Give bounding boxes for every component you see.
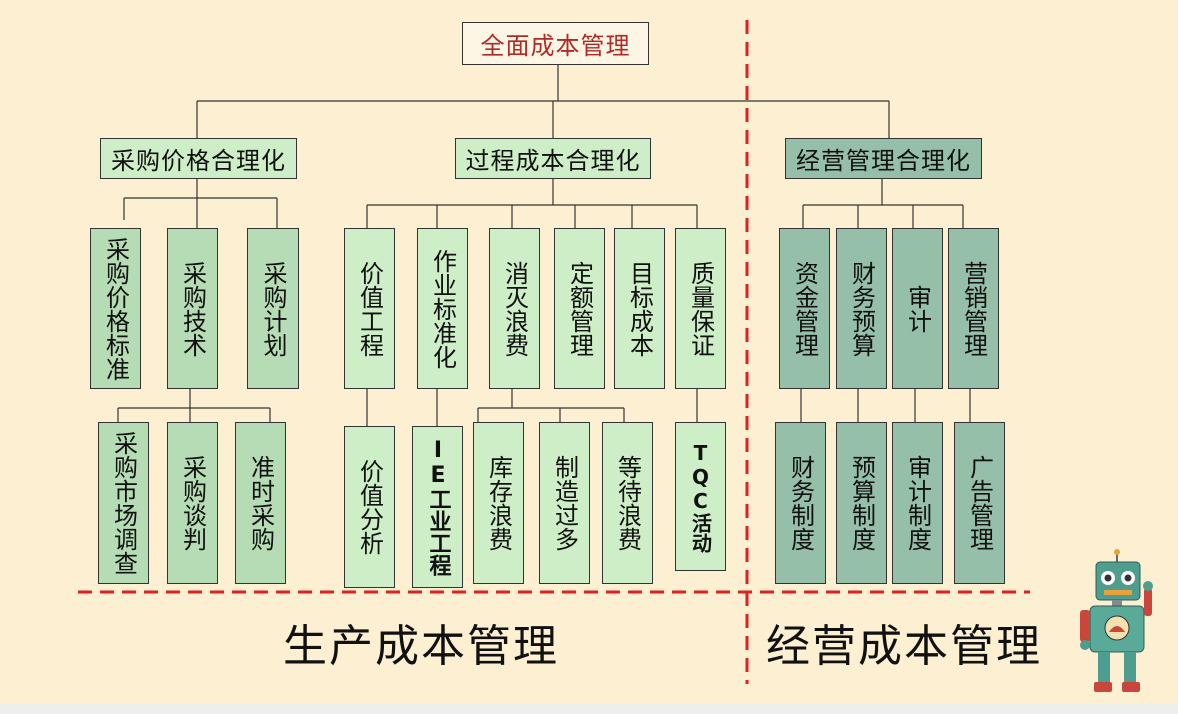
node-value-analysis: 价值分析 [344, 426, 395, 588]
node-overproduction: 制造过多 [539, 422, 590, 584]
label-business-cost: 经营成本管理 [766, 621, 1042, 672]
node-marketing-management: 营销管理 [948, 228, 999, 389]
node-purchase-technique: 采购技术 [167, 228, 218, 389]
node-budget-system: 预算制度 [836, 422, 887, 584]
node-audit: 审计 [892, 228, 943, 389]
node-purchase-negotiation: 采购谈判 [167, 422, 218, 584]
node-industrial-engineering: IE工业工程 [412, 426, 463, 588]
node-process-cost: 过程成本合理化 [455, 138, 651, 179]
node-target-cost: 目标成本 [614, 228, 665, 389]
node-financial-budget: 财务预算 [836, 228, 887, 389]
node-fund-management: 资金管理 [779, 228, 830, 389]
node-jit-purchase: 准时采购 [235, 422, 286, 584]
root-node: 全面成本管理 [462, 22, 649, 65]
label-production-cost: 生产成本管理 [283, 621, 559, 672]
node-inventory-waste: 库存浪费 [473, 422, 524, 584]
node-quality-assurance: 质量保证 [675, 228, 726, 389]
node-financial-system: 财务制度 [775, 422, 826, 584]
node-purchase-price-standard: 采购价格标准 [90, 228, 141, 389]
node-tqc-activity: TQC活动 [675, 422, 726, 571]
robot-mascot-icon [1080, 549, 1153, 692]
node-advertising-management: 广告管理 [954, 422, 1005, 584]
node-audit-system: 审计制度 [892, 422, 943, 584]
node-purchase-plan: 采购计划 [247, 228, 299, 389]
bottom-strip [0, 703, 1178, 714]
node-eliminate-waste: 消灭浪费 [489, 228, 540, 389]
node-operation-mgmt: 经营管理合理化 [785, 138, 982, 179]
node-quota-management: 定额管理 [554, 228, 605, 389]
node-work-standardization: 作业标准化 [417, 228, 468, 389]
node-market-research: 采购市场调查 [98, 422, 149, 584]
node-purchase-price: 采购价格合理化 [100, 138, 297, 179]
node-value-engineering: 价值工程 [344, 228, 395, 389]
node-waiting-waste: 等待浪费 [602, 422, 653, 584]
